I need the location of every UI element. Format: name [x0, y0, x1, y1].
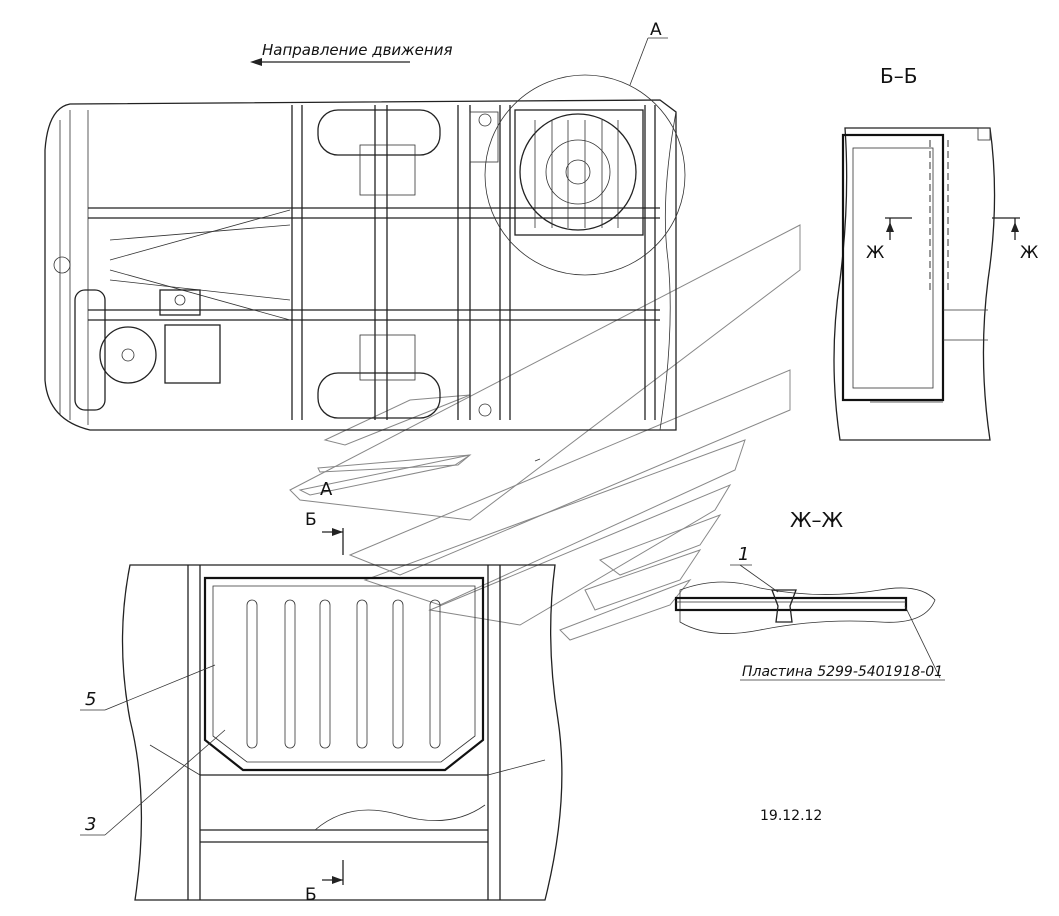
- arrow-right-icon: [332, 876, 343, 884]
- date-stamp: 19.12.12: [760, 808, 822, 824]
- view-a-detail: А Б Б 5 3: [80, 479, 563, 905]
- watermark-logo: [289, 224, 801, 641]
- arrow-left-icon: [250, 58, 262, 66]
- position-1-label: 1: [738, 544, 749, 565]
- position-5-label: 5: [85, 689, 96, 710]
- view-a-title: А: [320, 479, 333, 500]
- section-bb-view: Б–Б Ж Ж: [833, 64, 1038, 441]
- section-bb-title: Б–Б: [880, 64, 917, 88]
- cut-b-bottom: Б: [305, 885, 317, 905]
- detail-a-callout: А: [650, 20, 662, 40]
- chassis-plan-view: А: [44, 20, 686, 462]
- cut-z-left: Ж: [866, 243, 884, 263]
- steering-wheel-icon: [99, 326, 157, 384]
- section-zz-title: Ж–Ж: [790, 508, 844, 532]
- arrow-up-icon: [886, 222, 894, 232]
- arrow-right-icon: [332, 528, 343, 536]
- section-zz-view: Ж–Ж 1 Пластина 5299-5401918-01: [674, 508, 945, 681]
- detail-a-circle: [484, 74, 686, 276]
- position-3-label: 3: [85, 814, 96, 835]
- arrow-up-icon: [1011, 222, 1019, 232]
- spare-wheel-icon: [519, 113, 637, 231]
- direction-indicator: Направление движения: [250, 41, 452, 66]
- cut-b-top: Б: [305, 510, 317, 530]
- direction-label: Направление движения: [262, 41, 452, 59]
- cut-z-right: Ж: [1020, 243, 1038, 263]
- plate-note: Пластина 5299-5401918-01: [742, 664, 943, 680]
